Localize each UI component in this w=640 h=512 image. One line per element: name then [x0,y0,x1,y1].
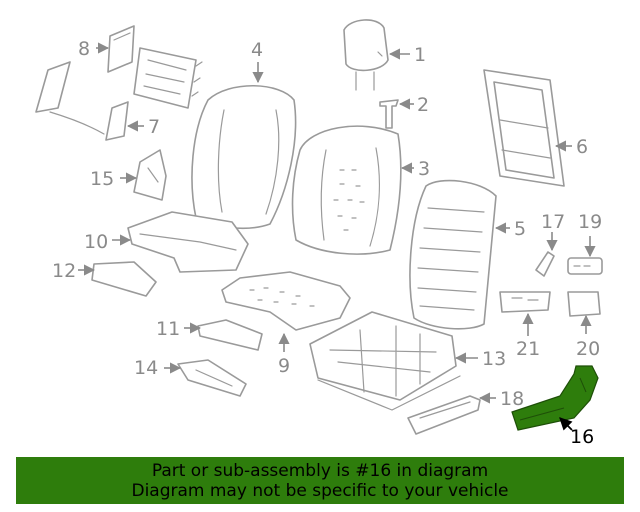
part-18-cover [407,395,481,435]
callout-6: 6 [576,136,588,158]
part-5-backrest-frame [409,179,497,330]
part-6-backrest-panel [483,69,565,187]
part-9-cushion-foam [221,271,351,331]
callout-8: 8 [78,38,90,60]
part-7-pad [105,101,129,141]
part-backrest-bracket-panel [133,47,203,109]
part-20-module [567,291,601,317]
part-13-seat-frame [309,311,461,411]
callout-14: 14 [134,357,158,379]
part-2-guide-sleeve [379,99,399,129]
callout-9: 9 [278,355,290,377]
callout-18: 18 [500,388,524,410]
callout-17: 17 [541,211,565,233]
part-11-pad [197,319,263,351]
part-17-knob [535,251,555,277]
part-1-headrest [343,19,389,91]
part-4-backrest-cover [191,85,297,230]
callout-11: 11 [156,318,180,340]
callout-3: 3 [418,158,430,180]
part-21-module [499,291,551,313]
part-left-frame-wire [35,61,105,135]
callout-labels: 8 1 4 2 7 6 3 15 5 17 19 10 12 11 21 20 … [52,38,602,448]
callout-13: 13 [482,348,506,370]
callout-2: 2 [417,94,429,116]
part-19-switch [567,257,603,275]
callout-5: 5 [514,218,526,240]
part-8-pad [107,25,135,73]
callout-12: 12 [52,260,76,282]
parts-diagram: 8 1 4 2 7 6 3 15 5 17 19 10 12 11 21 20 … [35,19,603,448]
part-15-cover [133,149,167,201]
part-10-cushion-cover [127,211,249,273]
callout-19: 19 [578,211,602,233]
callout-7: 7 [148,116,160,138]
banner-line-2: Diagram may not be specific to your vehi… [131,481,509,501]
callout-4: 4 [251,39,263,61]
part-14-trim [177,359,247,397]
banner-line-1: Part or sub-assembly is #16 in diagram [151,461,489,481]
callout-16: 16 [570,426,594,448]
callout-21: 21 [516,338,540,360]
callout-20: 20 [576,338,600,360]
part-16-side-trim-highlighted [511,365,599,431]
callout-15: 15 [90,168,114,190]
callout-10: 10 [84,231,108,253]
leader-lines [78,42,596,431]
callout-1: 1 [414,44,426,66]
part-3-backrest-foam [291,125,402,255]
part-12-pad [91,261,157,297]
info-banner: Part or sub-assembly is #16 in diagram D… [16,457,624,504]
